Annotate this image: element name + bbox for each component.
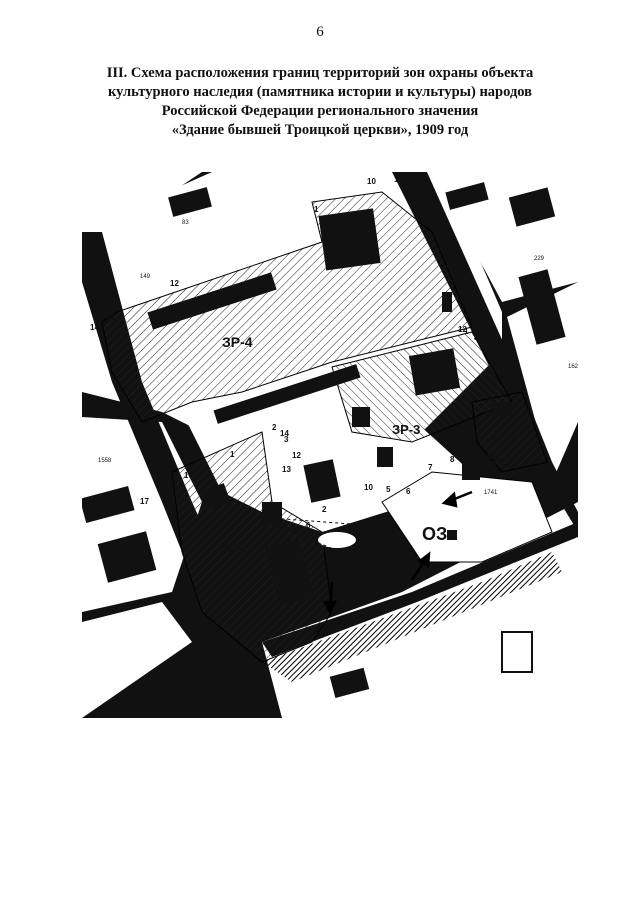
point-label: 7	[480, 325, 485, 334]
point-label: 10	[494, 433, 503, 442]
building-zr1-small	[492, 402, 512, 416]
building-small-center	[377, 447, 393, 467]
point-label: 13	[474, 313, 483, 322]
church-outline	[316, 530, 358, 550]
point-label: 9	[472, 443, 477, 452]
protection-zones-map: ЗР-4 ЗР-3 ЗР-2 ЗР-1 ОЗ 83 149 229 162 15…	[82, 172, 578, 718]
point-label: 11	[504, 413, 513, 422]
building-number-labels: 83 149 229 162 1558 1741	[98, 220, 578, 496]
point-label: 2	[272, 423, 277, 432]
point-label: 3	[284, 435, 289, 444]
label-building-149: 149	[140, 274, 151, 280]
building-north-wall	[147, 272, 277, 330]
building-oz-small	[447, 530, 457, 540]
title-line-2: культурного наследия (памятника истории …	[107, 84, 533, 100]
point-label: 17	[140, 497, 149, 506]
building-west-small	[199, 483, 231, 511]
building-south-outline	[501, 631, 533, 673]
title-line-3: Российской Федерации регионального значе…	[161, 103, 479, 119]
point-label: 11	[394, 175, 403, 184]
label-zr2: ЗР-2	[220, 540, 248, 555]
building-large-north	[318, 208, 381, 271]
building-east-row	[518, 269, 566, 345]
label-building-83: 83	[182, 220, 189, 226]
point-label: 11	[522, 409, 531, 418]
point-label: 3	[310, 629, 315, 638]
point-label: 9	[492, 433, 497, 442]
point-label: 1	[230, 450, 235, 459]
building-83	[168, 187, 212, 217]
label-zr3: ЗР-3	[392, 422, 420, 437]
building-long-wall	[213, 364, 361, 424]
arrows	[322, 490, 473, 615]
point-label: 13	[282, 465, 291, 474]
zone-zr1-area	[471, 391, 548, 473]
point-label: 7	[428, 463, 433, 472]
point-label: 5	[510, 431, 515, 440]
boundary-point-labels: 10 11 1 12 13 14 15 16 17 19 5 6 2 3 4 1…	[90, 175, 543, 714]
page-title: III. Схема расположения границ территори…	[60, 64, 580, 140]
church-center-mark	[350, 573, 358, 581]
label-zr1: ЗР-1	[484, 452, 512, 467]
title-line-4: «Здание бывшей Троицкой церкви», 1909 го…	[171, 122, 469, 138]
top-left-block	[82, 172, 202, 242]
building-small-east	[462, 462, 480, 480]
label-building-229: 229	[534, 256, 545, 262]
point-label: 15	[172, 475, 181, 484]
point-label: 1	[178, 491, 183, 500]
building-west-row-2	[97, 531, 157, 583]
point-label: 14	[90, 323, 99, 332]
title-line-1: III. Схема расположения границ территори…	[106, 65, 534, 81]
point-label: 12	[292, 451, 301, 460]
street-south	[262, 522, 578, 657]
point-label: 10	[364, 483, 373, 492]
point-label: 1	[464, 327, 469, 336]
building-nw-edge	[82, 252, 104, 282]
point-label: 8	[450, 455, 455, 464]
point-label: 10	[367, 177, 376, 186]
building-narrow	[442, 292, 452, 312]
building-southwest	[264, 538, 315, 606]
building-zr3-small	[352, 407, 370, 427]
point-label: 5	[292, 527, 297, 536]
point-label: 4	[338, 617, 343, 626]
point-label: 16	[184, 471, 193, 480]
label-building-1558: 1558	[98, 458, 112, 464]
building-zr3	[408, 348, 461, 396]
page-number: 6	[316, 24, 324, 40]
map-svg: ЗР-4 ЗР-3 ЗР-2 ЗР-1 ОЗ 83 149 229 162 15…	[82, 172, 578, 718]
point-label: 1	[256, 705, 261, 714]
point-label: 6	[306, 521, 311, 530]
view-axis-lines	[256, 516, 413, 613]
point-label: 3	[514, 401, 519, 410]
point-label: 5	[386, 485, 391, 494]
label-zr4: ЗР-4	[222, 334, 253, 350]
point-label: 2	[322, 505, 327, 514]
bottom-left-block	[82, 602, 192, 718]
building-central	[303, 459, 341, 503]
label-building-1741: 1741	[484, 490, 498, 496]
building-lane-small	[262, 502, 282, 526]
point-label: 14	[280, 429, 289, 438]
point-label: 8	[474, 333, 479, 342]
building-west-row-1	[82, 485, 135, 524]
label-building-162: 162	[568, 364, 578, 370]
label-oz: ОЗ	[422, 524, 447, 544]
point-label: 12	[458, 325, 467, 334]
dense-hatch-strip	[262, 552, 562, 682]
point-label: 12	[170, 279, 179, 288]
building-ne-1	[445, 182, 489, 210]
point-label: 1	[314, 205, 319, 214]
point-label: 19	[184, 595, 193, 604]
point-label: 2	[538, 459, 543, 468]
zone-zr4-area	[101, 191, 473, 423]
building-south-1	[329, 667, 370, 699]
building-ne-2	[508, 187, 556, 227]
point-label: 6	[406, 487, 411, 496]
point-label: 4	[488, 395, 493, 404]
zone-labels: ЗР-4 ЗР-3 ЗР-2 ЗР-1 ОЗ	[220, 334, 512, 555]
point-label: 13	[106, 313, 115, 322]
